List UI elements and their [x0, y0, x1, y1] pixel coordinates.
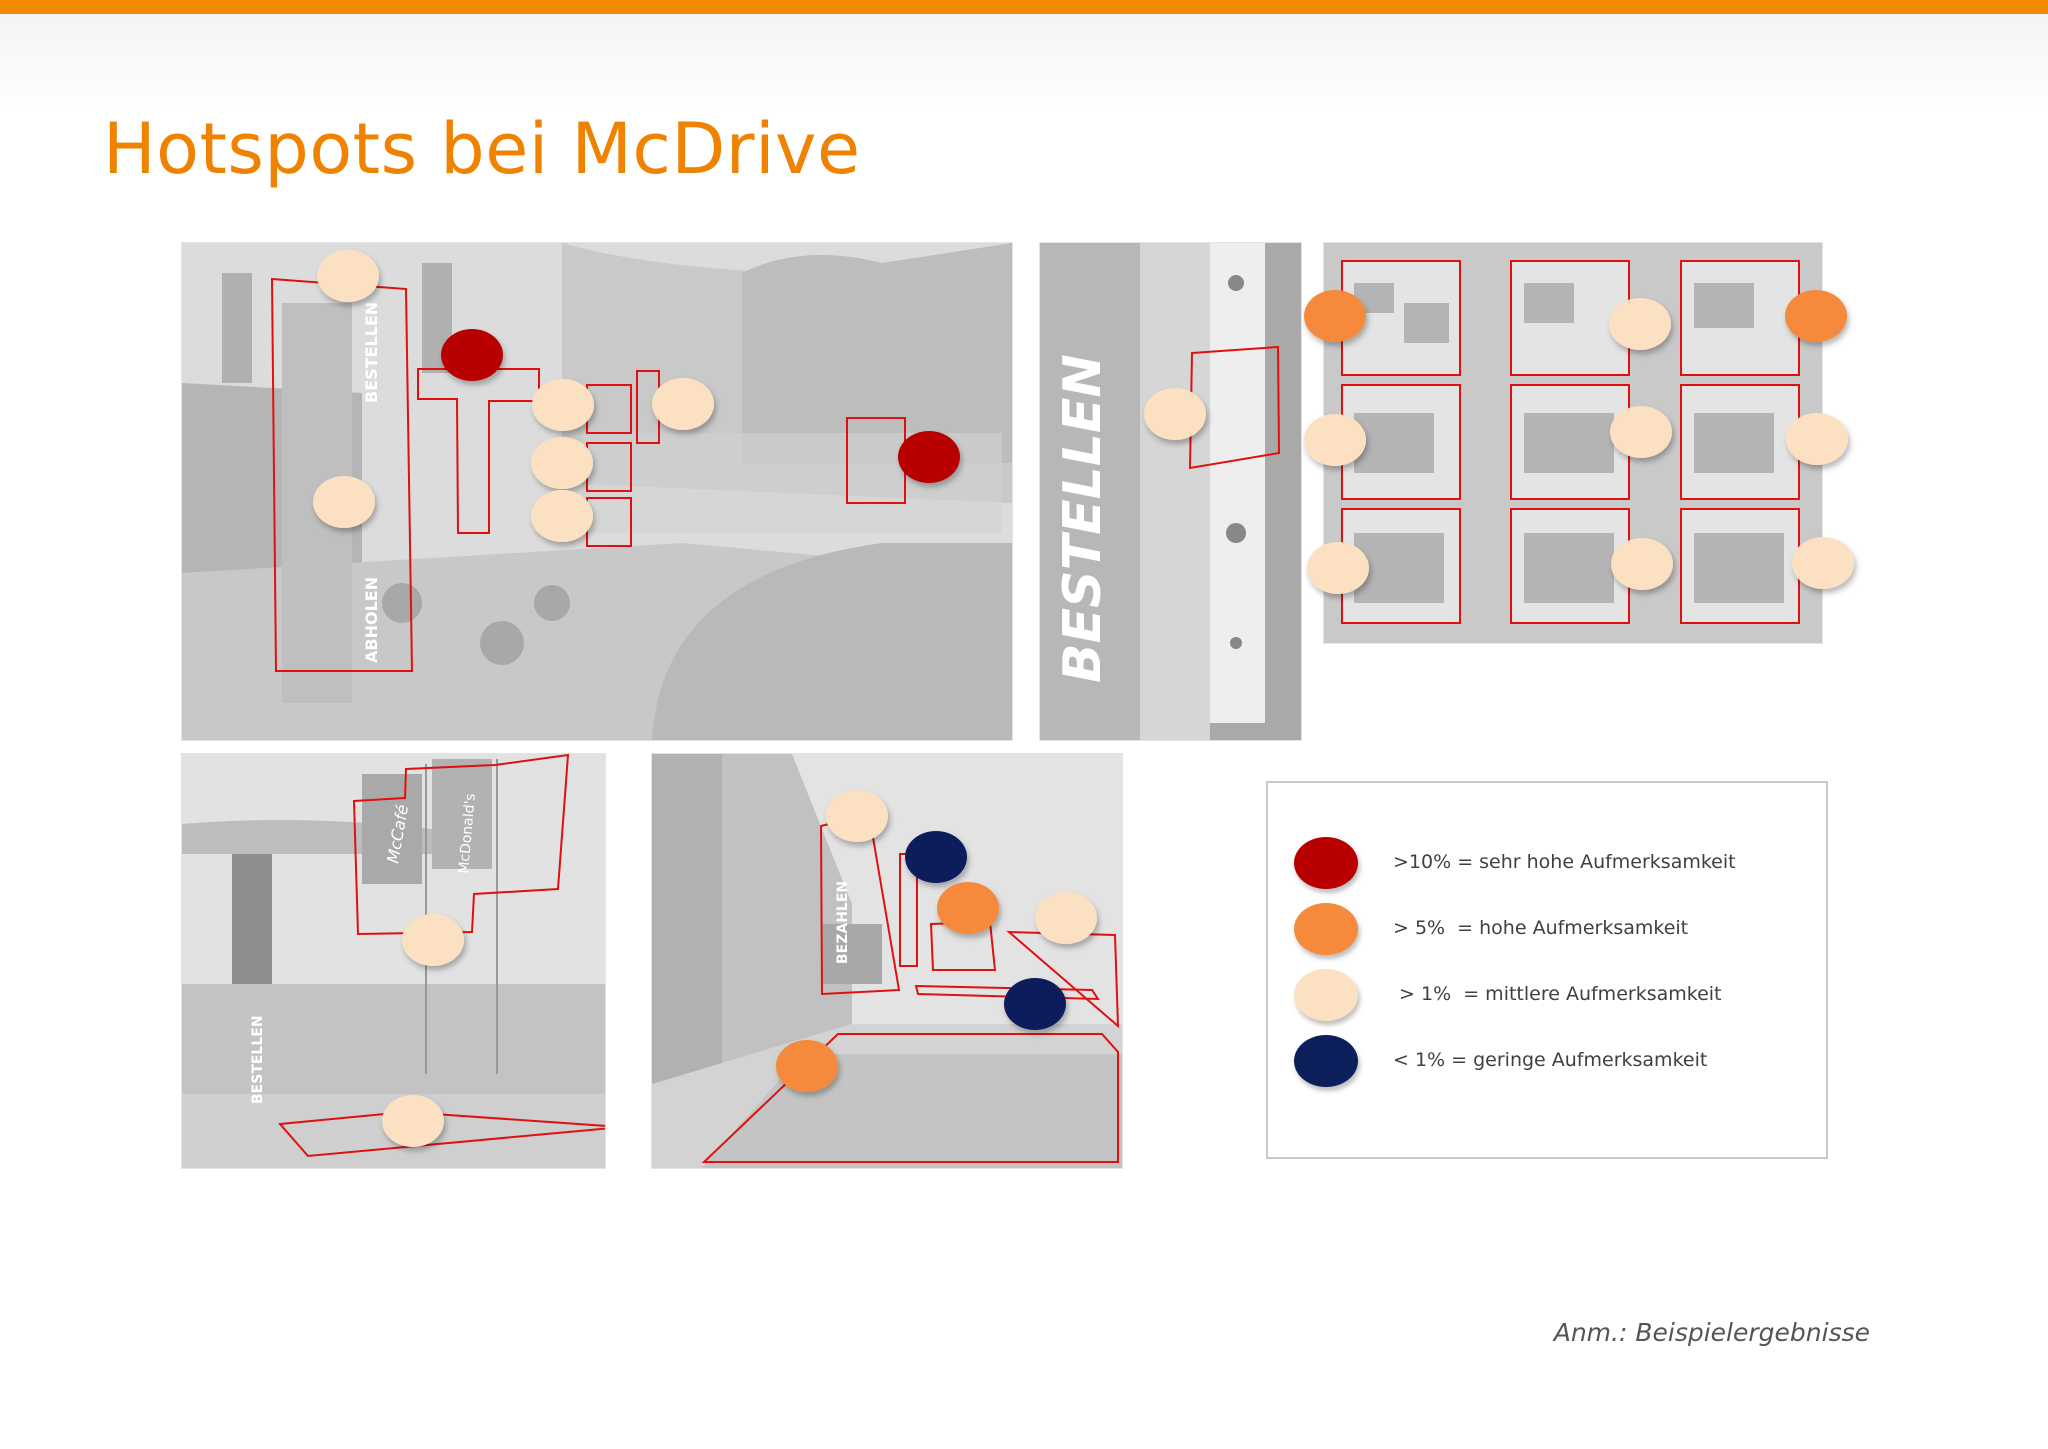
- legend-dot-medium: [1294, 969, 1358, 1021]
- marker-medium: [1792, 537, 1854, 589]
- marker-very-high: [898, 431, 960, 483]
- legend-box: >10% = sehr hohe Aufmerksamkeit > 5% = h…: [1266, 781, 1828, 1159]
- marker-high: [1304, 290, 1366, 342]
- marker-high: [776, 1040, 838, 1092]
- photo-label-bestellen-large: BESTELLEN: [1053, 354, 1113, 683]
- photo-order-pillar: BESTELLEN: [1039, 242, 1302, 741]
- marker-medium: [402, 914, 464, 966]
- marker-medium: [1786, 413, 1848, 465]
- marker-medium: [1610, 406, 1672, 458]
- legend-row-low: < 1% = geringe Aufmerksamkeit: [1294, 1035, 1814, 1091]
- footnote: Anm.: Beispielergebnisse: [1553, 1318, 1870, 1347]
- photo-menu-board: [1323, 242, 1823, 644]
- marker-medium: [1611, 538, 1673, 590]
- marker-medium: [317, 250, 379, 302]
- marker-high: [937, 882, 999, 934]
- top-accent-bar: [0, 0, 2048, 14]
- legend-row-medium: > 1% = mittlere Aufmerksamkeit: [1294, 969, 1814, 1025]
- legend-label: > 5% = hohe Aufmerksamkeit: [1393, 917, 1689, 939]
- photo-label-mcdonalds: McDonald's: [456, 793, 479, 875]
- legend-dot-low: [1294, 1035, 1358, 1087]
- marker-medium: [382, 1095, 444, 1147]
- marker-medium: [652, 378, 714, 430]
- marker-medium: [313, 476, 375, 528]
- marker-very-high: [441, 329, 503, 381]
- marker-low: [1004, 978, 1066, 1030]
- marker-medium: [1307, 542, 1369, 594]
- marker-medium: [532, 379, 594, 431]
- legend-row-high: > 5% = hohe Aufmerksamkeit: [1294, 903, 1814, 959]
- legend-dot-very-high: [1294, 837, 1358, 889]
- marker-medium: [826, 790, 888, 842]
- photo-label-bestellen: BESTELLEN: [362, 302, 381, 403]
- marker-high: [1785, 290, 1847, 342]
- legend-row-very-high: >10% = sehr hohe Aufmerksamkeit: [1294, 837, 1814, 893]
- photo-canopy-flags: McCafé McDonald's BESTELLEN: [181, 753, 606, 1169]
- legend-label: > 1% = mittlere Aufmerksamkeit: [1393, 983, 1722, 1005]
- photo-drive-lane: BEZAHLEN: [651, 753, 1123, 1169]
- marker-medium: [1609, 298, 1671, 350]
- legend-label: < 1% = geringe Aufmerksamkeit: [1393, 1049, 1708, 1071]
- photo-label-bestellen-canopy: BESTELLEN: [250, 1015, 266, 1104]
- legend-label: >10% = sehr hohe Aufmerksamkeit: [1393, 851, 1736, 873]
- header-background: [0, 14, 2048, 114]
- marker-medium: [1144, 388, 1206, 440]
- photo-label-bezahlen: BEZAHLEN: [835, 881, 851, 964]
- marker-medium: [1304, 414, 1366, 466]
- photo-label-abholen: ABHOLEN: [362, 577, 381, 663]
- marker-medium: [1035, 892, 1097, 944]
- marker-low: [905, 831, 967, 883]
- legend-dot-high: [1294, 903, 1358, 955]
- page-title: Hotspots bei McDrive: [103, 108, 861, 190]
- marker-medium: [531, 490, 593, 542]
- marker-medium: [531, 437, 593, 489]
